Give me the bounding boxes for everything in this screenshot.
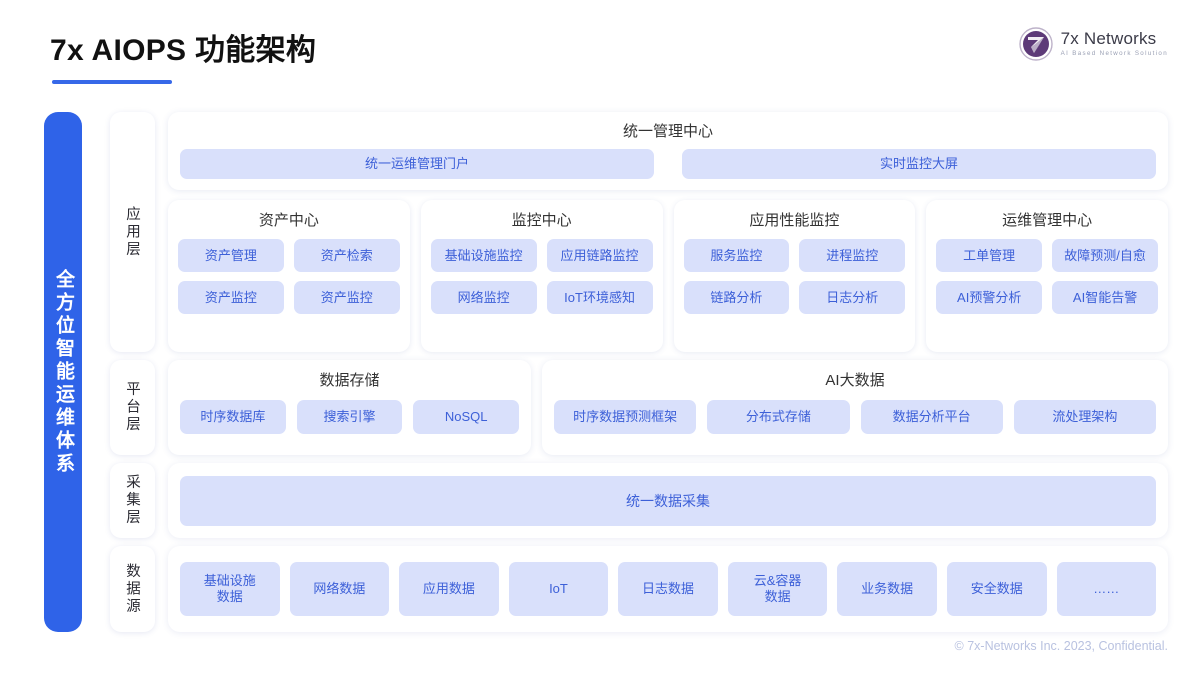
data-storage-title: 数据存储 [319,372,380,389]
chip-cloud-container-data[interactable]: 云&容器数据 [727,562,828,616]
chip-distributed-storage[interactable]: 分布式存储 [707,400,850,434]
chip-network-data[interactable]: 网络数据 [289,562,390,616]
chip-more-ellipsis[interactable]: …… [1056,562,1157,616]
platform-layer-card-row: 数据存储 时序数据库 搜索引擎 NoSQL AI大数据 时序数据预测框架 分布式… [168,360,1168,455]
application-layer-card-row: 资产中心 资产管理 资产检索 资产监控 资产监控 监控中心 基础设施监控 应用链… [168,200,1168,352]
chip-asset-management[interactable]: 资产管理 [178,239,284,272]
ai-bigdata-card[interactable]: AI大数据 时序数据预测框架 分布式存储 数据分析平台 流处理架构 [542,360,1168,455]
chip-application-data[interactable]: 应用数据 [399,562,499,616]
layer-label-source-text: 数据源 [124,562,140,616]
chip-process-monitoring[interactable]: 进程监控 [799,239,906,272]
seven-x-logo-icon [1018,26,1054,62]
chip-nosql[interactable]: NoSQL [413,400,520,434]
chip-stream-processing-architecture[interactable]: 流处理架构 [1013,400,1156,434]
chip-network-monitoring[interactable]: 网络监控 [430,281,537,314]
apm-card[interactable]: 应用性能监控 服务监控 进程监控 链路分析 日志分析 [673,200,916,352]
chip-iot-data[interactable]: IoT [508,562,609,616]
layer-label-application-text: 应用层 [124,205,140,259]
chip-iot-environment-sensing[interactable]: IoT环境感知 [546,281,653,314]
chip-log-analysis[interactable]: 日志分析 [799,281,906,314]
chip-cloud-container-data-line1: 云&容器 [753,573,802,589]
chip-data-analysis-platform[interactable]: 数据分析平台 [860,400,1003,434]
chip-infrastructure-data-line2: 数据 [216,589,243,604]
chip-ai-intelligent-alarm[interactable]: AI智能告警 [1052,281,1158,314]
ops-management-center-title: 运维管理中心 [1002,212,1093,229]
asset-center-title: 资产中心 [258,212,319,229]
chip-asset-search[interactable]: 资产检索 [293,239,400,272]
chip-search-engine[interactable]: 搜索引擎 [296,400,403,434]
monitoring-center-card[interactable]: 监控中心 基础设施监控 应用链路监控 网络监控 IoT环境感知 [420,200,663,352]
collection-layer-band: 统一数据采集 [168,463,1168,538]
layer-label-application: 应用层 [110,112,155,352]
footer-copyright: © 7x-Networks Inc. 2023, Confidential. [954,639,1168,653]
chip-infrastructure-monitoring[interactable]: 基础设施监控 [430,239,537,272]
logo-text-block: 7x Networks AI Based Network Solution [1061,30,1168,57]
unified-management-center-chip-row: 统一运维管理门户 实时监控大屏 [180,149,1156,179]
chip-infrastructure-data-line1: 基础设施 [203,573,256,589]
unified-management-center-card[interactable]: 统一管理中心 统一运维管理门户 实时监控大屏 [168,112,1168,190]
chip-time-series-database[interactable]: 时序数据库 [180,400,286,434]
chip-security-data[interactable]: 安全数据 [946,562,1047,616]
asset-center-card[interactable]: 资产中心 资产管理 资产检索 资产监控 资产监控 [168,200,410,352]
ops-management-center-card[interactable]: 运维管理中心 工单管理 故障预测/自愈 AI预警分析 AI智能告警 [926,200,1168,352]
chip-realtime-monitor-wall[interactable]: 实时监控大屏 [682,149,1156,179]
slide-header: 7x AIOPS 功能架构 7x Networks AI Based Netwo… [0,0,1200,100]
data-storage-chip-row: 时序数据库 搜索引擎 NoSQL [180,400,520,443]
apm-chip-grid: 服务监控 进程监控 链路分析 日志分析 [683,239,906,314]
monitoring-center-title: 监控中心 [511,212,572,229]
data-storage-card[interactable]: 数据存储 时序数据库 搜索引擎 NoSQL [168,360,531,455]
logo-tagline: AI Based Network Solution [1060,50,1168,58]
logo-company-name: 7x Networks [1060,29,1157,49]
chip-asset-monitoring-1[interactable]: 资产监控 [178,281,284,314]
monitoring-center-chip-grid: 基础设施监控 应用链路监控 网络监控 IoT环境感知 [430,239,653,314]
layer-label-collection: 采集层 [110,463,155,538]
system-vertical-banner: 全方位智能运维体系 [44,112,82,632]
chip-time-series-forecast-framework[interactable]: 时序数据预测框架 [554,400,697,434]
chip-unified-data-collection[interactable]: 统一数据采集 [180,476,1156,526]
chip-cloud-container-data-line2: 数据 [764,589,791,604]
layer-label-collection-text: 采集层 [124,474,140,527]
chip-fault-prediction-self-healing[interactable]: 故障预测/自愈 [1052,239,1158,272]
system-vertical-banner-label: 全方位智能运维体系 [52,268,74,476]
chip-ai-early-warning-analysis[interactable]: AI预警分析 [936,281,1043,314]
title-underline-rule [52,80,172,84]
chip-asset-monitoring-2[interactable]: 资产监控 [293,281,400,314]
chip-service-monitoring[interactable]: 服务监控 [683,239,790,272]
apm-title: 应用性能监控 [749,212,840,229]
asset-center-chip-grid: 资产管理 资产检索 资产监控 资产监控 [178,239,400,314]
layer-label-platform: 平台层 [110,360,155,455]
platform-layer-band: 数据存储 时序数据库 搜索引擎 NoSQL AI大数据 时序数据预测框架 分布式… [168,360,1168,455]
application-layer-band: 统一管理中心 统一运维管理门户 实时监控大屏 资产中心 资产管理 资产检索 资产… [168,112,1168,352]
chip-ticket-management[interactable]: 工单管理 [936,239,1043,272]
page-title: 7x AIOPS 功能架构 [50,34,317,67]
chip-business-data[interactable]: 业务数据 [837,562,937,616]
company-logo: 7x Networks AI Based Network Solution [1018,26,1168,62]
ai-bigdata-chip-row: 时序数据预测框架 分布式存储 数据分析平台 流处理架构 [554,400,1156,443]
source-layer-chip-row: 基础设施数据 网络数据 应用数据 IoT 日志数据 云&容器数据 业务数据 安全… [180,562,1157,616]
ai-bigdata-title: AI大数据 [825,372,885,389]
layer-label-platform-text: 平台层 [124,381,140,434]
chip-application-trace-monitoring[interactable]: 应用链路监控 [546,239,653,272]
chip-unified-ops-portal[interactable]: 统一运维管理门户 [180,149,654,179]
chip-trace-analysis[interactable]: 链路分析 [683,281,790,314]
ops-management-center-chip-grid: 工单管理 故障预测/自愈 AI预警分析 AI智能告警 [936,239,1158,314]
source-layer-band: 基础设施数据 网络数据 应用数据 IoT 日志数据 云&容器数据 业务数据 安全… [168,546,1168,632]
unified-management-center-title: 统一管理中心 [622,123,713,140]
layer-label-source: 数据源 [110,546,155,632]
chip-log-data[interactable]: 日志数据 [618,562,718,616]
chip-infrastructure-data[interactable]: 基础设施数据 [180,562,280,616]
